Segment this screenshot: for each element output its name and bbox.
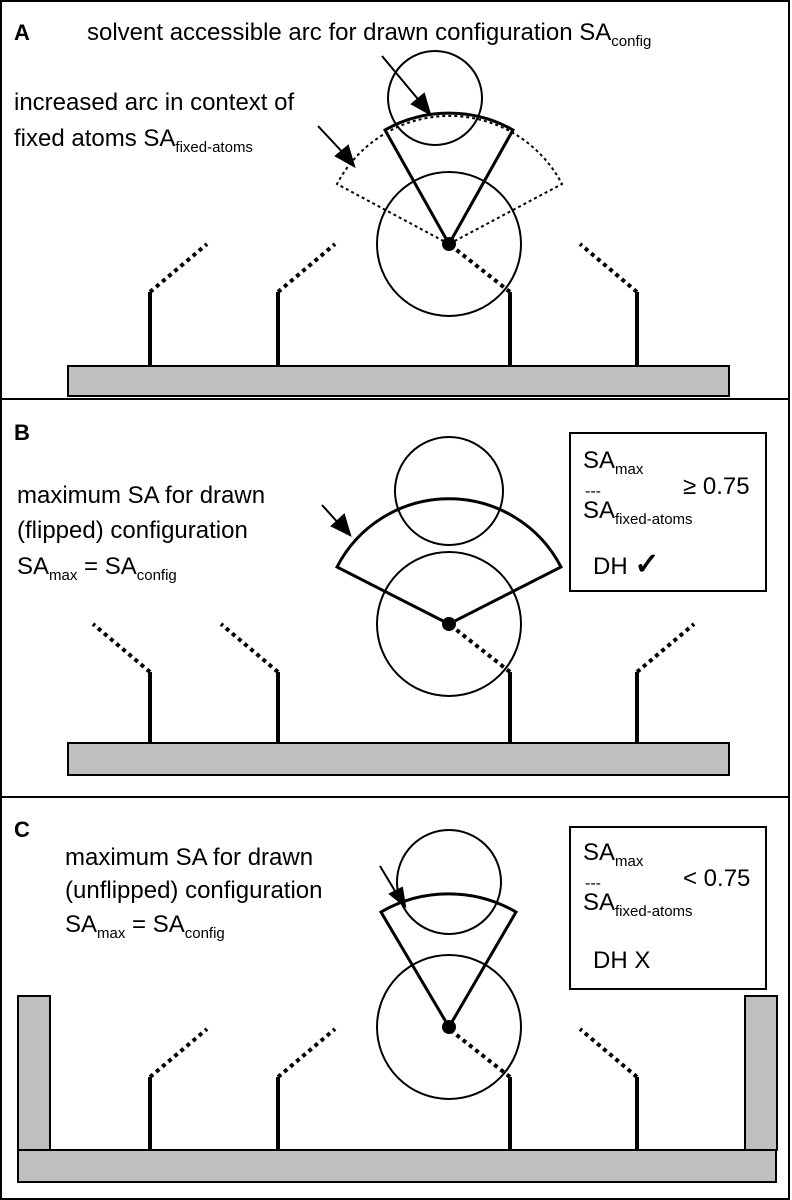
eq-sa: SA: [65, 911, 98, 938]
dashed-bond: [219, 622, 280, 674]
arrows: [379, 865, 407, 909]
increased-arc-line1: increased arc in context of: [14, 89, 295, 116]
panel-b-graphics: [67, 436, 730, 776]
wall-left: [17, 995, 51, 1151]
dh-label: DH: [593, 553, 628, 580]
den-sub: fixed-atoms: [615, 511, 693, 528]
dashed-bond: [578, 1027, 639, 1079]
eq-equals-sa: = SA: [77, 553, 137, 580]
arrow-head: [410, 92, 432, 117]
b-equation: SAmax = SAconfig: [17, 552, 177, 585]
panel-a: [0, 0, 790, 400]
dashed-bond: [447, 622, 512, 674]
config-arc: [382, 111, 516, 248]
config-arc: [334, 497, 564, 626]
eq-config-sub: config: [136, 567, 177, 584]
b-caption-line1: maximum SA for drawn: [17, 482, 266, 509]
fixed-atoms-sub: fixed-atoms: [175, 139, 253, 156]
ratio-denominator: SAfixed-atoms: [583, 496, 693, 529]
eq-sa: SA: [17, 553, 50, 580]
surface-slab: [67, 742, 730, 776]
atom-circle-upper: [394, 436, 504, 546]
side-chains: [148, 672, 639, 743]
side-chain-dashes: [91, 622, 696, 674]
dashed-bond: [635, 622, 696, 674]
dashed-bond: [447, 1027, 512, 1079]
num-sub: max: [615, 853, 644, 870]
arrow-head: [334, 144, 356, 169]
dashed-bond: [447, 242, 512, 294]
dh-result: DH ✓: [593, 550, 659, 582]
criterion-box-c: SAmax --- SAfixed-atoms < 0.75 DH X: [569, 826, 767, 990]
criterion-box-b: SAmax --- SAfixed-atoms ≥ 0.75 DH ✓: [569, 432, 767, 592]
central-atom: [442, 1020, 456, 1034]
wall-right: [744, 995, 778, 1151]
ratio-divider: ---: [585, 483, 601, 500]
c-caption-line1: maximum SA for drawn: [65, 844, 314, 871]
dh-result: DH X: [593, 947, 651, 974]
checkmark-icon: ✓: [634, 548, 660, 581]
atom-circle-upper: [396, 829, 502, 935]
side-chain-dashes: [148, 242, 639, 294]
eq-max-sub: max: [97, 925, 126, 942]
ratio-denominator: SAfixed-atoms: [583, 888, 693, 921]
atom-circle-lower: [376, 551, 522, 697]
atom-circle-lower: [376, 954, 522, 1100]
eq-equals-sa: = SA: [125, 911, 185, 938]
arrows: [321, 504, 352, 537]
surface-slab: [17, 1149, 777, 1183]
arrow-head: [330, 513, 352, 537]
config-arc: [378, 892, 519, 1030]
dashed-bond: [148, 242, 209, 294]
eq-max-sub: max: [49, 567, 78, 584]
dashed-bond: [276, 242, 337, 294]
dashed-bond: [578, 242, 639, 294]
arrows: [317, 55, 432, 169]
ratio-divider: ---: [585, 875, 601, 892]
atom-circle-upper: [387, 50, 483, 146]
side-chain-dashes: [148, 1027, 639, 1079]
fixed-atoms-arc: [335, 114, 564, 246]
arrow-head: [388, 886, 407, 909]
num-sa: SA: [583, 839, 616, 866]
panel-c-graphics: [17, 829, 778, 1183]
dashed-bond: [148, 1027, 209, 1079]
ratio-comparison: < 0.75: [683, 865, 751, 892]
atom-circle-lower: [376, 171, 522, 317]
num-sa: SA: [583, 447, 616, 474]
increased-arc-line2: fixed atoms SAfixed-atoms: [14, 124, 253, 157]
side-chains: [148, 1077, 639, 1150]
config-sub: config: [611, 33, 652, 50]
increased-arc-text: fixed atoms SA: [14, 125, 176, 152]
panel-a-graphics: [67, 50, 730, 397]
surface-slab: [67, 365, 730, 397]
dashed-bond: [276, 1027, 337, 1079]
den-sa: SA: [583, 889, 616, 916]
b-caption-line2: (flipped) configuration: [17, 517, 248, 544]
den-sa: SA: [583, 497, 616, 524]
c-equation: SAmax = SAconfig: [65, 910, 225, 943]
ratio-numerator: SAmax: [583, 446, 643, 479]
central-atom: [442, 617, 456, 631]
arrow-line: [381, 55, 423, 105]
central-atom: [442, 237, 456, 251]
num-sub: max: [615, 461, 644, 478]
den-sub: fixed-atoms: [615, 903, 693, 920]
ratio-comparison: ≥ 0.75: [683, 473, 750, 500]
panel-label-b: B: [14, 420, 30, 445]
eq-config-sub: config: [184, 925, 225, 942]
dashed-bond: [91, 622, 152, 674]
panel-label-a: A: [14, 20, 30, 45]
panel-label-c: C: [14, 817, 30, 842]
config-arc-caption: solvent accessible arc for drawn configu…: [87, 18, 651, 51]
config-arc-text: solvent accessible arc for drawn configu…: [87, 19, 612, 46]
ratio-numerator: SAmax: [583, 838, 643, 871]
side-chains: [148, 292, 639, 366]
c-caption-line2: (unflipped) configuration: [65, 877, 323, 904]
